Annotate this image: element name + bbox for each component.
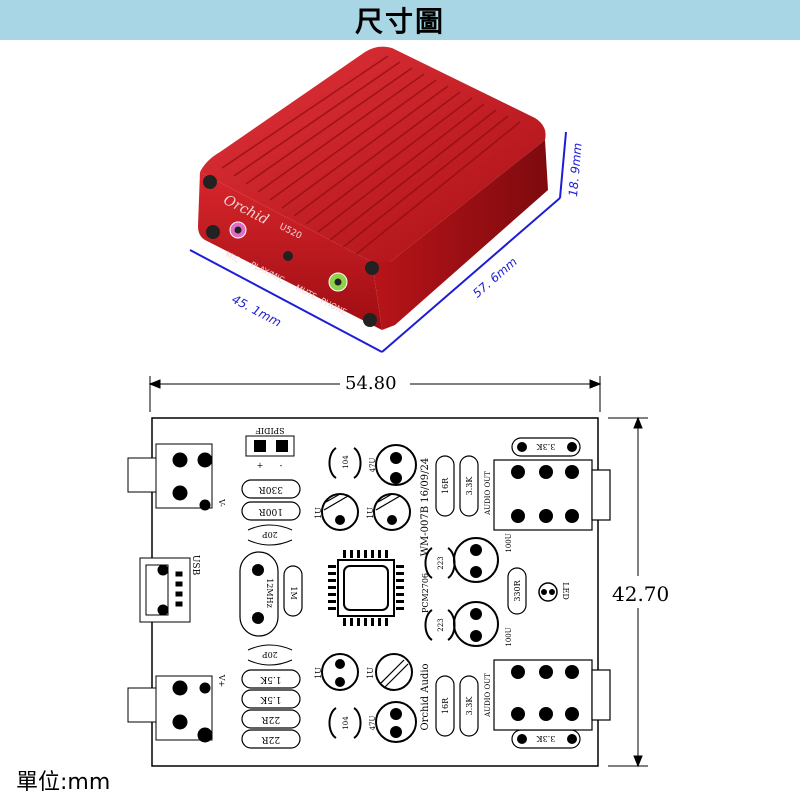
label-audio-out-bottom: AUDIO OUT (484, 673, 492, 718)
label-100u-top: 100U (505, 533, 513, 552)
enclosure-illustration (189, 46, 567, 353)
label-1u-right: 1U (366, 507, 375, 519)
unit-label: 單位:mm (16, 770, 111, 795)
label-330r-led: 330R (513, 579, 522, 601)
label-16r-top: 16R (441, 477, 450, 494)
label-22r-a: 22R (262, 714, 280, 724)
enclosure-top (200, 46, 546, 265)
label-100u-bottom: 100U (505, 627, 513, 646)
label-audio-out-top: AUDIO OUT (484, 471, 492, 516)
label-20p-bottom: 20P (262, 650, 278, 659)
label-223-top: 223 (437, 556, 445, 569)
board-text-orchid: Orchid Audio (420, 663, 431, 730)
label-3-3k-bottom: 3.3K (465, 696, 474, 716)
label-usb: USB (190, 555, 200, 576)
label-47u-top: 47U (369, 457, 377, 472)
label-104-top: 104 (342, 455, 350, 469)
board-text-wm007b: WM-007B 16/09/24 (420, 458, 431, 556)
label-330r: 330R (259, 484, 283, 494)
pcb-width-label: 54.80 (345, 373, 397, 394)
label-1-5k-a: 1.5K (260, 674, 281, 684)
pcb-height-label: 42.70 (612, 582, 670, 606)
label-104-bottom: 104 (342, 716, 350, 730)
page-title: 尺寸圖 (354, 5, 445, 38)
mute-button (283, 251, 293, 261)
header-bar: 尺寸圖 (0, 0, 800, 40)
label-3-3k-top: 3.3K (465, 476, 474, 496)
label-3-3k-right-top: 3.3K (536, 442, 556, 451)
label-16r-bottom: 16R (441, 697, 450, 714)
label-spdif-minus: - (280, 461, 283, 470)
label-47u-bottom: 47U (369, 715, 377, 730)
label-spdif-plus: + (257, 461, 264, 470)
label-3-3k-right-bottom: 3.3K (536, 734, 556, 743)
label-223-bottom: 223 (437, 618, 445, 631)
label-1u-bottom-right: 1U (366, 667, 375, 679)
label-1u-bottom-left: 1U (314, 667, 323, 679)
label-led: LED (561, 582, 570, 600)
label-1-5k-b: 1.5K (260, 694, 281, 704)
label-v-plus: V+ (217, 674, 226, 687)
label-xtal: 12MHz (265, 578, 274, 608)
label-100r: 100R (259, 506, 283, 516)
label-v-minus: V- (217, 498, 226, 507)
enclosure-side (372, 140, 548, 330)
label-1u-left: 1U (314, 507, 323, 519)
label-1m: 1M (289, 586, 298, 599)
label-spdif: SPIDIF (255, 426, 285, 435)
board-text-pcm2706: PCM2706 (421, 573, 430, 613)
label-22r-b: 22R (262, 734, 280, 744)
label-20p-top: 20P (262, 530, 278, 539)
